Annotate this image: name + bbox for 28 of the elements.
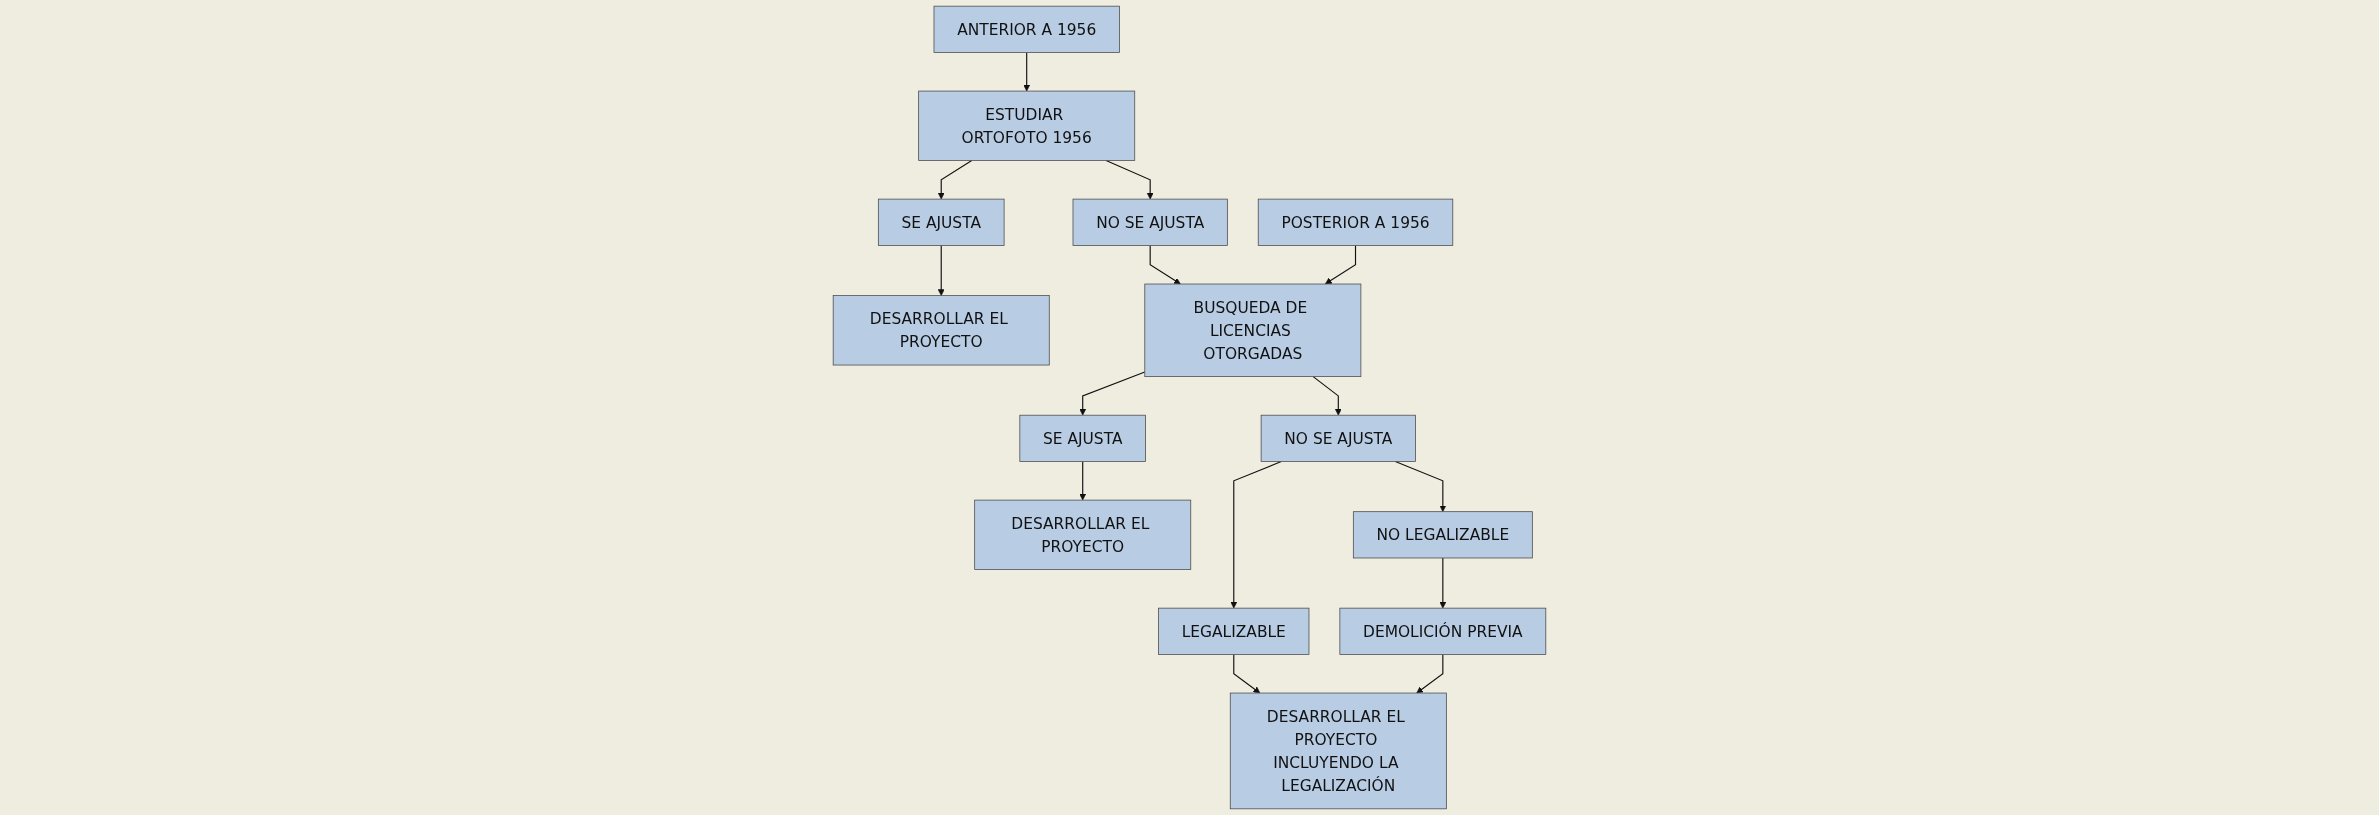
arrow [1023,51,1031,92]
arrow [1079,371,1146,416]
arrow [1312,376,1342,416]
node-box: SE AJUSTA [877,198,1005,246]
arrow [1325,244,1357,285]
arrow [1439,557,1447,609]
node-box: DESARROLLAR EL PROYECTO INCLUYENDO LA LEGALIZACIÓN [1229,692,1447,810]
arrow [1394,460,1447,512]
node-box: SE AJUSTA [1019,414,1146,462]
node-box: DESARROLLAR EL PROYECTO [832,295,1050,366]
arrow [1230,460,1282,609]
node-box: NO SE AJUSTA [1260,414,1416,462]
node-box: ESTUDIAR ORTOFOTO 1956 [918,90,1136,161]
arrow [937,159,973,200]
node-box: POSTERIOR A 1956 [1257,198,1454,246]
node-box: NO SE AJUSTA [1072,198,1228,246]
arrow [1416,653,1444,694]
arrow [1105,159,1154,200]
node-box: ANTERIOR A 1956 [933,5,1120,53]
arrow [1233,653,1261,694]
node-box: DEMOLICIÓN PREVIA [1339,607,1547,655]
node-box: LEGALIZABLE [1158,607,1310,655]
arrow [1079,460,1087,501]
arrow [1149,244,1181,285]
node-box: DESARROLLAR EL PROYECTO [974,499,1192,570]
arrow [937,244,945,296]
node-box: BUSQUEDA DE LICENCIAS OTORGADAS [1144,283,1362,377]
node-box: NO LEGALIZABLE [1352,511,1533,559]
